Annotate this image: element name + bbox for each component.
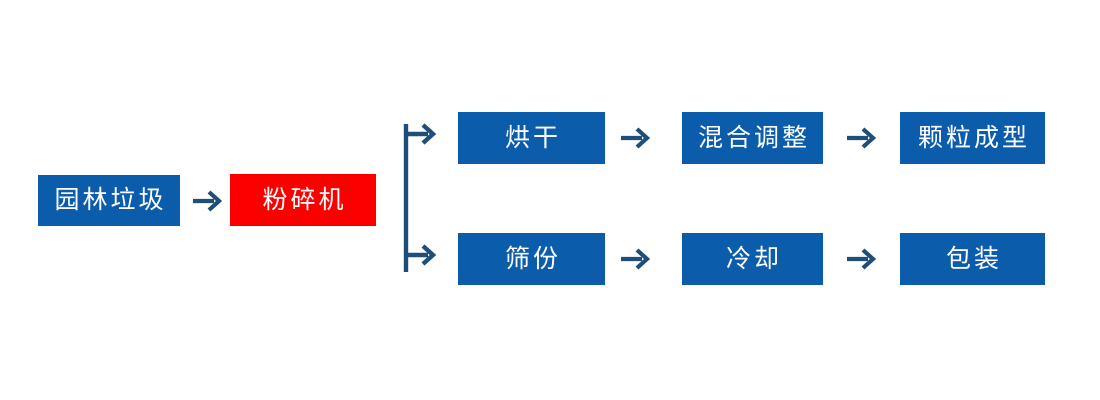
node-packaging-label: 包装 [945, 244, 1002, 273]
arrow-right-icon-cooling-to-packaging [846, 244, 880, 274]
node-cooling[interactable]: 冷却 [682, 233, 823, 285]
arrow-right-icon-screening-to-cooling [620, 244, 654, 274]
branch-split-icon [398, 104, 446, 284]
node-granulating[interactable]: 颗粒成型 [900, 112, 1045, 164]
node-garden-waste[interactable]: 园林垃圾 [38, 175, 180, 226]
node-packaging[interactable]: 包装 [900, 233, 1045, 285]
node-crusher[interactable]: 粉碎机 [230, 174, 376, 226]
arrow-right-icon-mixing-to-granulating [846, 123, 880, 153]
node-screening-label: 筛份 [504, 244, 561, 273]
node-garden-waste-label: 园林垃圾 [54, 186, 167, 214]
node-crusher-label: 粉碎机 [262, 185, 347, 214]
node-drying[interactable]: 烘干 [458, 112, 605, 164]
node-screening[interactable]: 筛份 [458, 233, 605, 285]
node-mixing[interactable]: 混合调整 [682, 112, 823, 164]
node-mixing-label: 混合调整 [697, 123, 810, 152]
arrow-right-icon-drying-to-mixing [620, 123, 654, 153]
node-granulating-label: 颗粒成型 [917, 123, 1030, 152]
node-cooling-label: 冷却 [725, 244, 782, 273]
node-drying-label: 烘干 [504, 123, 561, 152]
arrow-right-icon-intake [192, 186, 226, 216]
